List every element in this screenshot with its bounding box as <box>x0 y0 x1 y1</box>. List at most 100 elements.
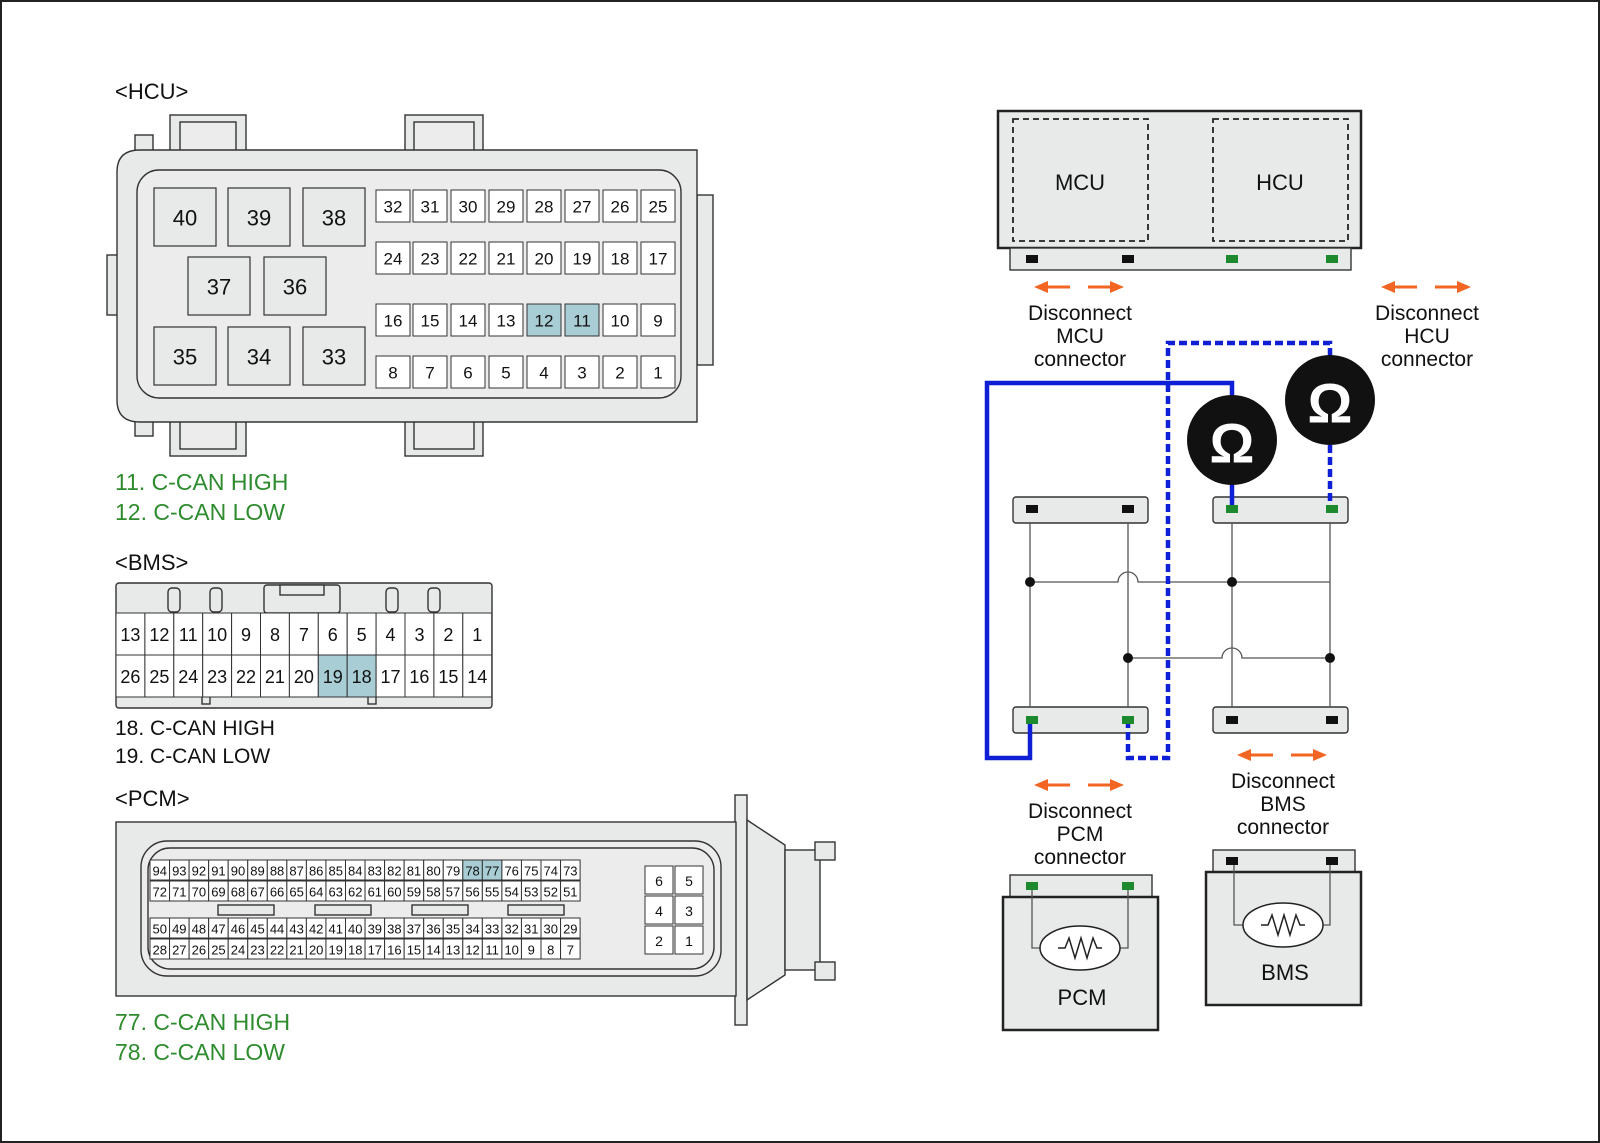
pin-number: 31 <box>421 198 440 217</box>
pcm-legend-line-1: 77. C-CAN HIGH <box>115 1009 290 1035</box>
pin-cell <box>317 654 348 698</box>
pin-number: 83 <box>368 864 382 879</box>
pin-cell <box>115 612 146 656</box>
svg-text:BMS: BMS <box>1260 793 1306 816</box>
pin-cell <box>450 241 486 275</box>
pin-cell <box>488 241 524 275</box>
pin-number: 16 <box>409 667 429 687</box>
pin-number: 62 <box>348 885 362 900</box>
harness-connector-upper-left <box>1012 496 1149 524</box>
pin-number: 32 <box>504 922 518 937</box>
hcu-latch-top-right-inner <box>413 121 475 152</box>
pin-number: 19 <box>573 250 592 269</box>
disconnect-pcm-label: Disconnect PCM connector <box>1028 800 1132 869</box>
pin-number: 28 <box>535 198 554 217</box>
pin-cell <box>302 187 366 247</box>
pin-number: 5 <box>357 625 367 645</box>
pin-cell <box>412 355 448 389</box>
pin-cell <box>302 326 366 386</box>
pin-cell <box>227 187 291 247</box>
pin-number: 24 <box>178 667 198 687</box>
pin-number: 38 <box>322 206 346 231</box>
pin-number: 59 <box>407 885 421 900</box>
pin-cell <box>488 303 524 337</box>
pin-cell <box>602 303 638 337</box>
pcm-legend-line-2: 78. C-CAN LOW <box>115 1039 285 1065</box>
disconnect-bms-label: Disconnect BMS connector <box>1231 770 1335 839</box>
pin-cell <box>433 612 464 656</box>
ohmmeter-left: Ω <box>1187 395 1277 485</box>
pin-number: 29 <box>497 198 516 217</box>
pin-number: 5 <box>685 873 693 889</box>
pin-number: 37 <box>207 275 231 300</box>
pin-number: 76 <box>504 864 518 879</box>
pin-cell <box>404 612 435 656</box>
mcu-hcu-module <box>996 109 1363 250</box>
pin-number: 49 <box>172 922 186 937</box>
pin-cell <box>526 355 562 389</box>
hcu-box <box>1212 118 1349 242</box>
harness-connector-lower-left <box>1012 706 1149 734</box>
bms-legend-line-2: 19. C-CAN LOW <box>115 745 270 768</box>
pin-cell <box>602 355 638 389</box>
pin-number: 87 <box>289 864 303 879</box>
pin-number: 50 <box>153 922 167 937</box>
pin-number: 9 <box>241 625 251 645</box>
pin-number: 40 <box>348 922 362 937</box>
bms-module: BMS <box>1204 849 1363 1007</box>
pin-number: 4 <box>539 364 548 383</box>
pin-cell <box>260 612 290 656</box>
disconnect-mcu-arrows <box>1034 281 1124 293</box>
pin-number: 26 <box>120 667 140 687</box>
pin-number: 10 <box>207 625 227 645</box>
pin-cell <box>602 189 638 223</box>
pin-number: 61 <box>368 885 382 900</box>
svg-text:Disconnect: Disconnect <box>1231 770 1335 793</box>
pin-number: 60 <box>387 885 401 900</box>
hcu-latch-bottom-left-inner <box>179 419 237 450</box>
pin-number: 24 <box>231 943 245 958</box>
pin-number: 12 <box>535 312 554 331</box>
pin-number: 2 <box>443 625 453 645</box>
pin-number: 71 <box>172 885 186 900</box>
pin-number: 21 <box>265 667 285 687</box>
pin-number: 43 <box>289 922 303 937</box>
pin-cell <box>640 241 676 275</box>
pin-cell <box>144 654 175 698</box>
pin-number: 19 <box>328 943 342 958</box>
pin-number: 15 <box>421 312 440 331</box>
pin-number: 44 <box>270 922 284 937</box>
svg-text:Ω: Ω <box>1308 372 1353 435</box>
pin-number: 69 <box>211 885 225 900</box>
pin-cell <box>450 355 486 389</box>
pin-number: 42 <box>309 922 323 937</box>
pin-number: 23 <box>421 250 440 269</box>
pin-cell <box>526 241 562 275</box>
pin-number: 38 <box>387 922 401 937</box>
svg-text:connector: connector <box>1034 846 1126 869</box>
pin-number: 16 <box>387 943 401 958</box>
pin-number: 14 <box>467 667 487 687</box>
ohmmeter-right: Ω <box>1285 355 1375 445</box>
pin-number: 93 <box>172 864 186 879</box>
pin-number: 1 <box>653 364 662 383</box>
pin-number: 41 <box>328 922 342 937</box>
pin-number: 32 <box>384 198 403 217</box>
pin-number: 6 <box>655 873 663 889</box>
pin-cell <box>412 241 448 275</box>
pin-number: 27 <box>573 198 592 217</box>
mcu-box <box>1012 118 1149 242</box>
pin-number: 22 <box>236 667 256 687</box>
pin-number: 3 <box>577 364 586 383</box>
pin-number: 81 <box>407 864 421 879</box>
pin-number: 6 <box>463 364 472 383</box>
pin-number: 2 <box>655 933 663 949</box>
pin-cell <box>560 880 581 902</box>
pin-number: 28 <box>153 943 167 958</box>
pin-cell <box>674 865 704 895</box>
pin-number: 11 <box>485 943 499 958</box>
pin-number: 35 <box>446 922 460 937</box>
pin-number: 51 <box>563 885 577 900</box>
